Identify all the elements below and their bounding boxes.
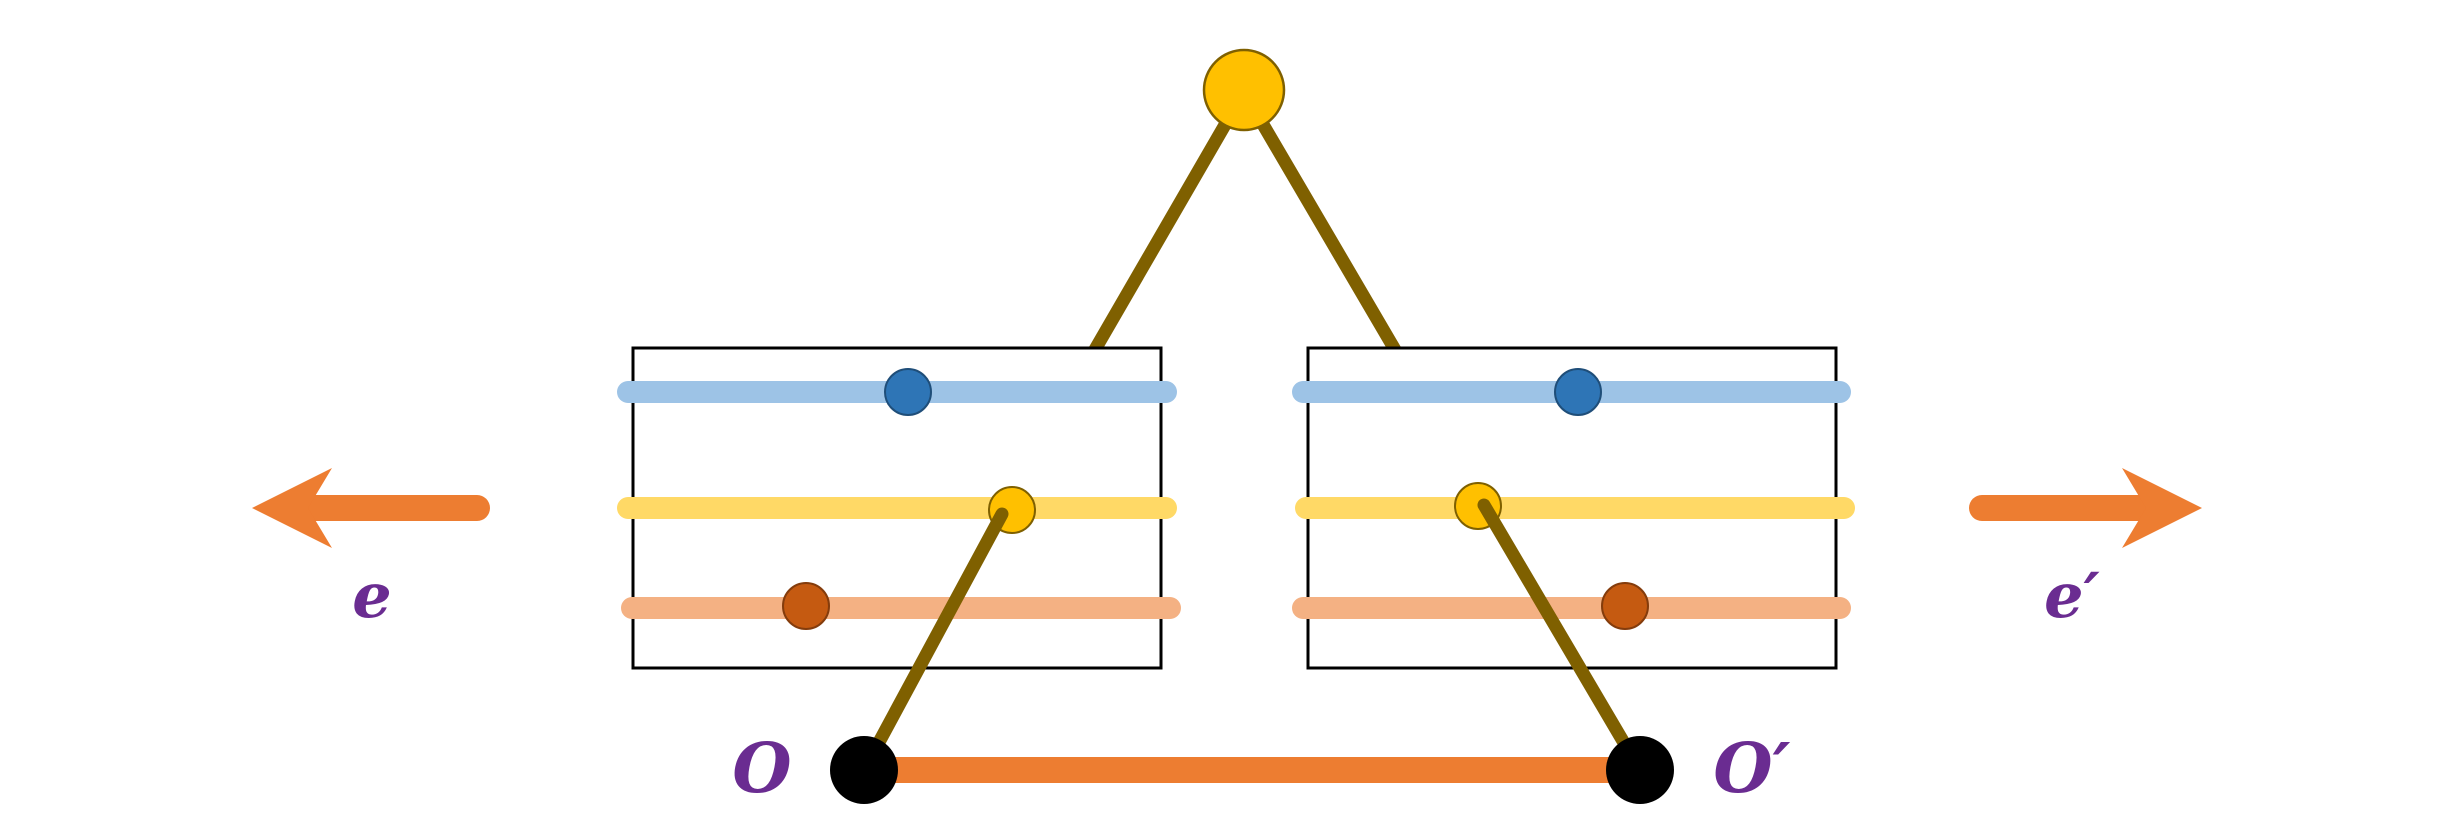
- lower-right-rod: [1477, 498, 1647, 777]
- left-blue-bead: [884, 368, 932, 416]
- left-endpoint-label: O: [732, 729, 791, 809]
- left-arrow: [252, 468, 490, 548]
- top-node: [1202, 48, 1286, 132]
- left-endpoint-dot: [830, 736, 898, 804]
- right-arrow-label: e′: [2044, 559, 2100, 632]
- upper-right-rod: [1237, 85, 1415, 379]
- left-arrow-head: [252, 468, 332, 548]
- left-arrow-label: e: [352, 559, 391, 632]
- right-orange-bead: [1601, 582, 1649, 630]
- right-arrow: [1969, 468, 2202, 548]
- left-orange-bead: [782, 582, 830, 630]
- right-endpoint-dot: [1606, 736, 1674, 804]
- right-blue-bead: [1554, 368, 1602, 416]
- lower-left-rod: [857, 507, 1009, 777]
- right-arrow-head: [2122, 468, 2202, 548]
- upper-left-rod: [1075, 85, 1251, 379]
- left-box: [617, 346, 1181, 670]
- right-box: [1292, 346, 1855, 670]
- right-endpoint-label: O′: [1713, 729, 1790, 809]
